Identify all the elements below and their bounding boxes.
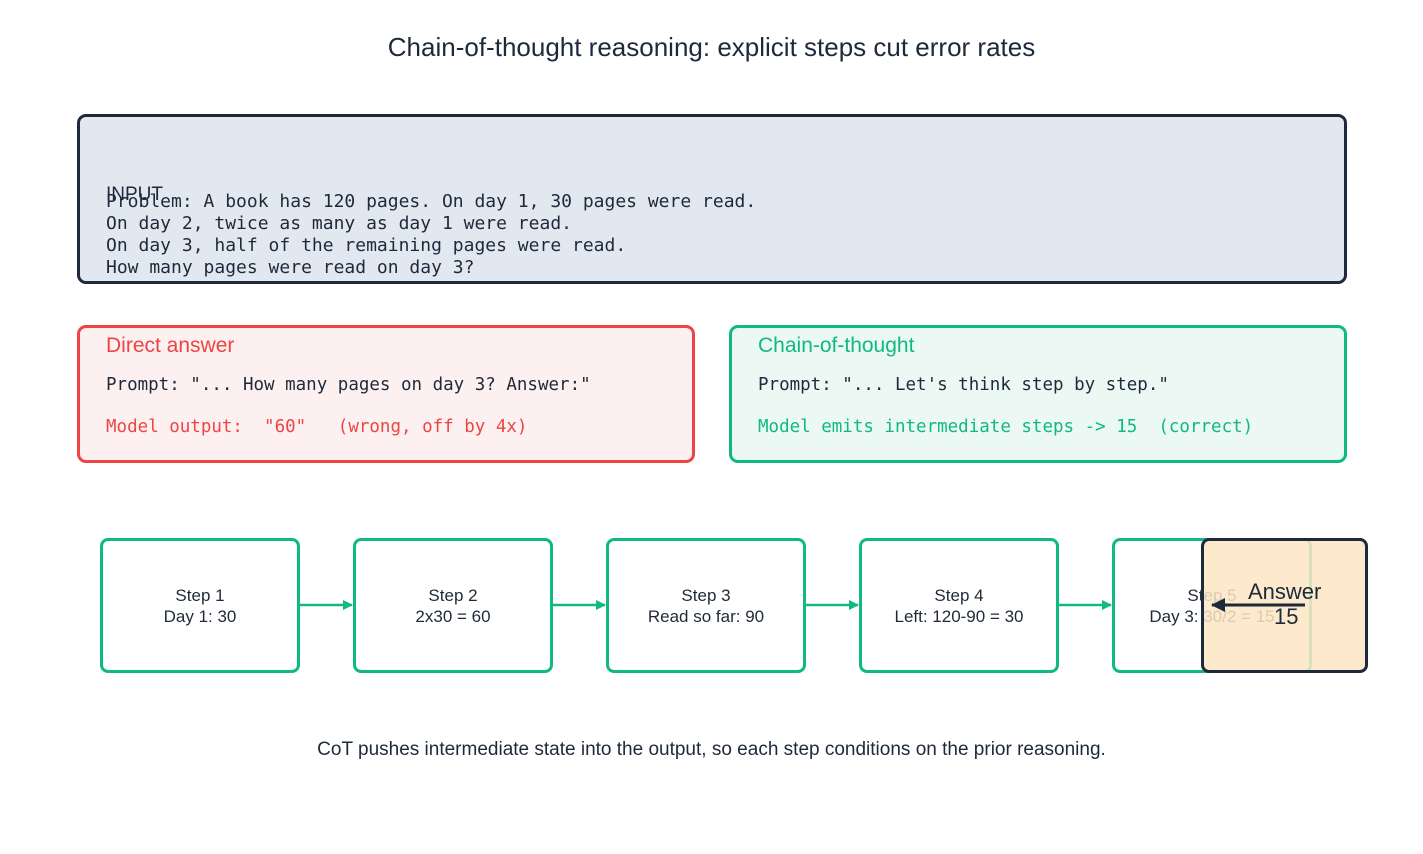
step-name: Step 1 bbox=[175, 585, 225, 605]
caption: CoT pushes intermediate state into the o… bbox=[317, 739, 1106, 760]
cot-title: Chain-of-thought bbox=[758, 334, 915, 357]
cot-prompt: Prompt: "... Let's think step by step." bbox=[758, 375, 1169, 395]
cot-output: Model emits intermediate steps -> 15 (co… bbox=[758, 417, 1254, 437]
problem-line: How many pages were read on day 3? bbox=[106, 257, 475, 278]
problem-line: On day 3, half of the remaining pages we… bbox=[106, 235, 627, 256]
problem-line: Problem: A book has 120 pages. On day 1,… bbox=[106, 191, 757, 212]
step-text: 2x30 = 60 bbox=[415, 606, 491, 626]
input-panel: INPUT Problem: A book has 120 pages. On … bbox=[77, 114, 1347, 284]
step-name: Step 2 bbox=[428, 585, 478, 605]
direct-prompt: Prompt: "... How many pages on day 3? An… bbox=[106, 375, 591, 395]
direct-answer-panel: Direct answer Prompt: "... How many page… bbox=[77, 325, 695, 463]
input-label: INPUT bbox=[106, 184, 163, 205]
step-4-node: Step 4 Left: 120-90 = 30 bbox=[859, 538, 1059, 673]
direct-answer-title: Direct answer bbox=[106, 334, 235, 357]
step-name: Step 4 bbox=[934, 585, 984, 605]
problem-text: Problem: A book has 120 pages. On day 1,… bbox=[106, 191, 756, 279]
step-3-node: Step 3 Read so far: 90 bbox=[606, 538, 806, 673]
chain-of-thought-panel: Chain-of-thought Prompt: "... Let's thin… bbox=[729, 325, 1347, 463]
diagram-title: Chain-of-thought reasoning: explicit ste… bbox=[387, 32, 1036, 62]
answer-label: Answer bbox=[1248, 579, 1322, 604]
problem-line: On day 2, twice as many as day 1 were re… bbox=[106, 213, 572, 234]
step-name: Step 3 bbox=[681, 585, 731, 605]
step-text: Read so far: 90 bbox=[647, 606, 765, 626]
step-text: Day 1: 30 bbox=[163, 606, 237, 626]
direct-output: Model output: "60" (wrong, off by 4x) bbox=[106, 417, 528, 437]
step-text: Left: 120-90 = 30 bbox=[894, 606, 1024, 626]
step-2-node: Step 2 2x30 = 60 bbox=[353, 538, 553, 673]
answer-value: 15 bbox=[1274, 604, 1299, 629]
step-1-node: Step 1 Day 1: 30 bbox=[100, 538, 300, 673]
